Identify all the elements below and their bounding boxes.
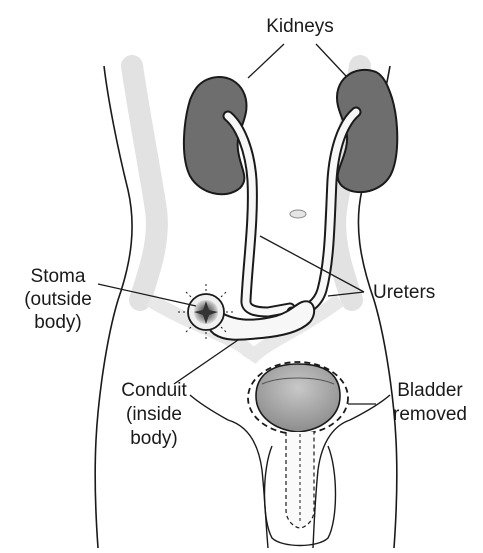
kidneys-label: Kidneys <box>266 16 334 37</box>
stoma-label-line-1: Stoma <box>31 266 86 287</box>
ureters-label: Ureters <box>373 282 435 303</box>
conduit-label-line-2: (inside <box>126 404 182 425</box>
bladder-label-line-2: removed <box>393 404 467 425</box>
conduit-label-line-1: Conduit <box>121 380 187 401</box>
bladder-label-line-1: Bladder <box>397 380 463 401</box>
conduit-leader <box>174 340 238 384</box>
conduit-label-line-3: body) <box>130 428 178 449</box>
stoma-label-line-3: body) <box>34 312 82 333</box>
kidneys-leader-left <box>248 44 284 78</box>
stoma-label-line-2: (outside <box>24 289 92 310</box>
bladder-graphic <box>248 362 348 546</box>
navel <box>290 210 306 218</box>
kidneys-leader-right <box>316 44 346 76</box>
